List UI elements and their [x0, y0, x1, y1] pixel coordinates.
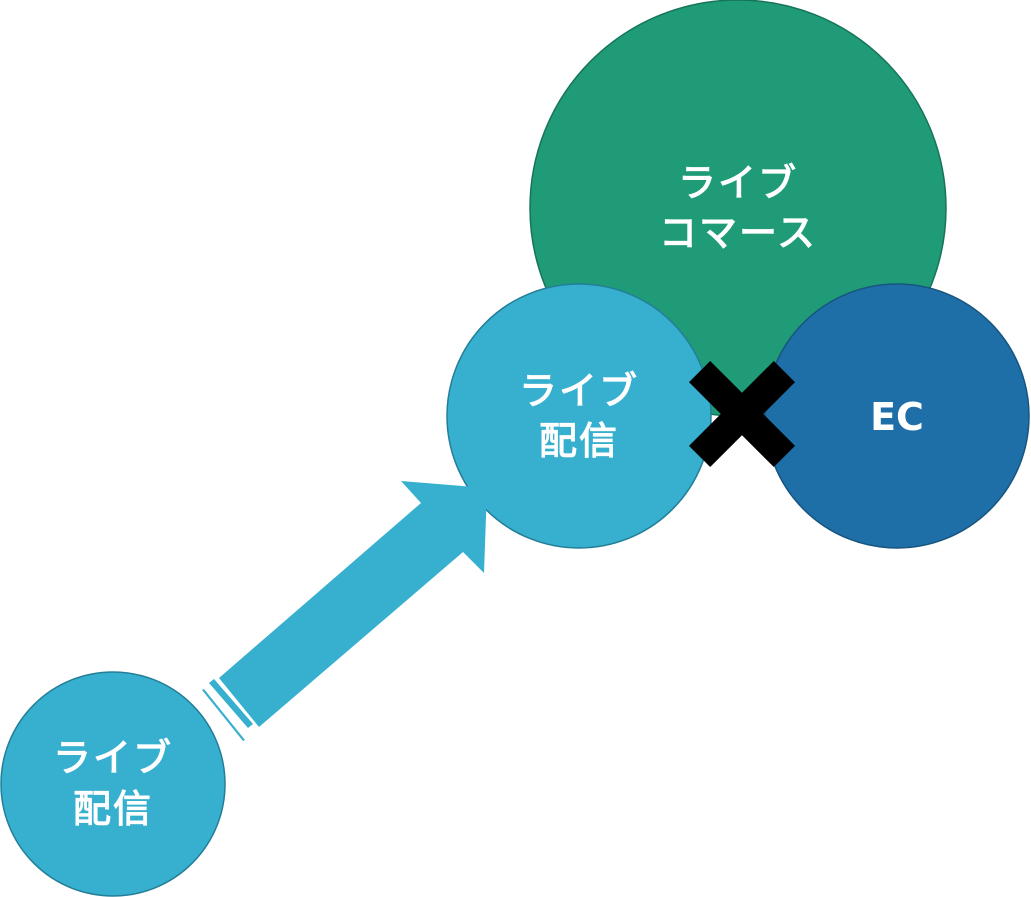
node-live-streaming-small [0, 671, 226, 897]
node-live-commerce-label-line2: コマース [659, 211, 817, 255]
node-live-commerce-label-line1: ライブ [678, 161, 798, 205]
node-live-streaming-large-label-line2: 配信 [539, 419, 619, 463]
node-live-streaming-large-label-line1: ライブ [519, 369, 639, 413]
node-live-streaming-small-label-line1: ライブ [53, 736, 173, 780]
arrow-tail-line [202, 689, 245, 741]
arrow-connector [202, 481, 487, 741]
arrow-tail-stripe [209, 679, 253, 728]
arrow-body [219, 481, 487, 727]
node-live-streaming-large [446, 283, 712, 549]
cross-icon [688, 360, 796, 468]
node-ec-label: EC [870, 395, 924, 439]
node-live-streaming-small-label-line2: 配信 [73, 787, 153, 831]
